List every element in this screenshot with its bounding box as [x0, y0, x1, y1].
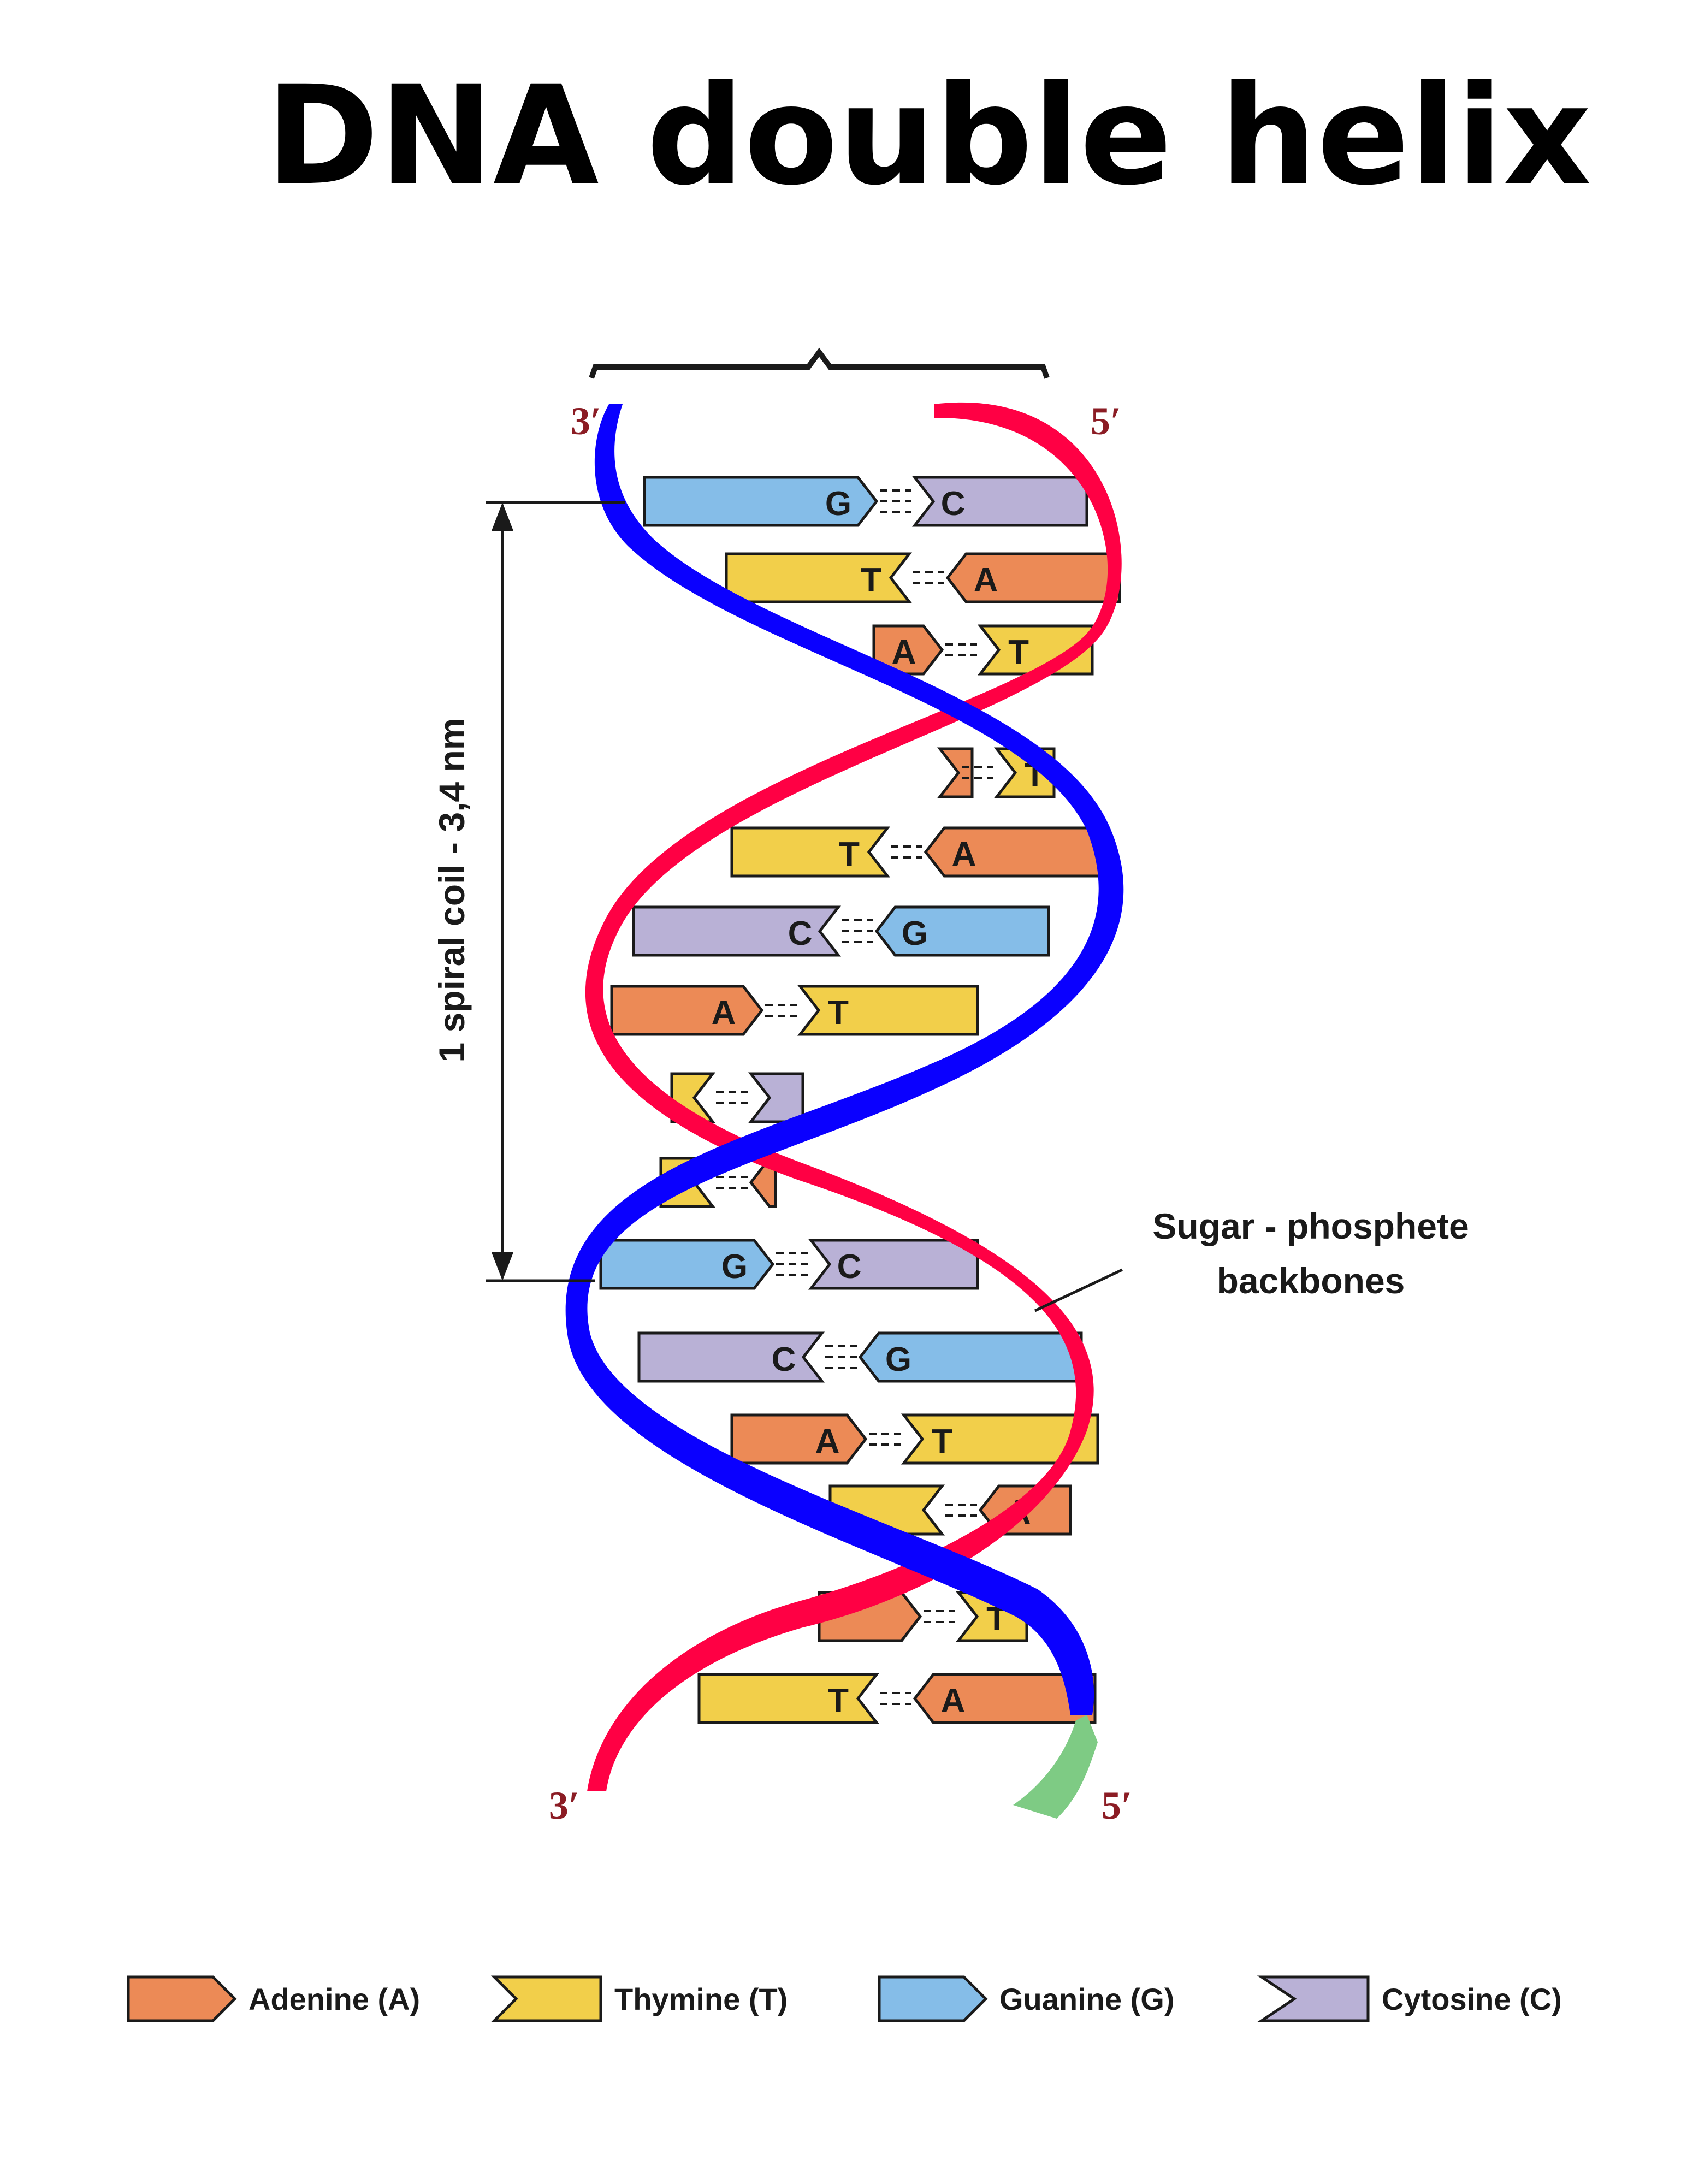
adenine-base-right: [945, 552, 1121, 603]
legend-item-thymine: Thymine (T): [490, 1975, 788, 2022]
cytosine-base-right: [808, 1239, 979, 1290]
base-letter-left: T: [839, 836, 860, 873]
base-letter-left: G: [825, 485, 851, 523]
base-letter-left: T: [861, 561, 881, 599]
adenine-base-right: [913, 1673, 1097, 1724]
legend-label-cytosine: Cytosine (C): [1382, 1982, 1562, 2016]
adenine-base-left: [730, 1413, 868, 1465]
adenine-icon: [127, 1975, 237, 2022]
measurement-label: 1 spiral coil - 3,4 nm: [431, 718, 472, 1063]
base-letter-right: A: [974, 561, 998, 599]
legend: Adenine (A) Thymine (T) Guanine (G) Cytosin…: [127, 1975, 1562, 2022]
base-letter-left: T: [828, 1682, 849, 1720]
legend-label-adenine: Adenine (A): [248, 1982, 420, 2016]
backbone-label-line2: backbones: [1217, 1260, 1405, 1301]
end-label-bottom-left: 3′: [549, 1784, 579, 1827]
base-letter-left: A: [815, 1423, 840, 1460]
measurement-arrow: [486, 501, 625, 1282]
guanine-icon: [878, 1975, 988, 2022]
end-label-top-right: 5′: [1091, 399, 1121, 443]
adenine-base-left: [610, 985, 764, 1036]
thymine-base-left: [730, 826, 891, 878]
thymine-base-right: [901, 1413, 1099, 1465]
guanine-base-right: [874, 905, 1050, 957]
base-letter-right: A: [941, 1682, 966, 1720]
backbone-label-line1: Sugar - phosphete: [1152, 1206, 1469, 1246]
base-letter-right: A: [952, 836, 976, 873]
base-letter-right: G: [885, 1341, 911, 1378]
end-label-top-left: 3′: [571, 399, 601, 443]
thymine-base-left: [725, 552, 913, 603]
cytosine-base-left: [637, 1331, 825, 1383]
base-letter-right: T: [828, 994, 849, 1032]
cytosine-base-left: [632, 905, 842, 957]
legend-label-thymine: Thymine (T): [614, 1982, 788, 2016]
legend-item-guanine: Guanine (G): [878, 1975, 1174, 2022]
thymine-base-left: [697, 1673, 880, 1724]
guanine-base-left: [599, 1239, 775, 1290]
legend-item-adenine: Adenine (A): [127, 1975, 420, 2022]
base-letter-left: G: [721, 1248, 748, 1286]
base-letter-right: C: [837, 1248, 862, 1286]
base-pair: [670, 1072, 804, 1123]
legend-label-guanine: Guanine (G): [999, 1982, 1174, 2016]
base-letter-left: A: [892, 634, 916, 671]
thymine-icon: [490, 1975, 602, 2022]
base-letter-right: G: [902, 915, 928, 952]
legend-item-cytosine: Cytosine (C): [1257, 1975, 1562, 2022]
thymine-base-right: [797, 985, 979, 1036]
guanine-base-left: [643, 476, 879, 527]
base-letter-left: C: [788, 915, 813, 952]
blue-backbone-strand: [565, 404, 1124, 1715]
base-letter-left: C: [772, 1341, 796, 1378]
backbone-callout-line: [1034, 1268, 1123, 1312]
base-letter-left: A: [712, 994, 736, 1032]
page-title: DNA double helix: [265, 56, 1591, 215]
adenine-base-left: [937, 747, 974, 798]
cytosine-icon: [1257, 1975, 1370, 2022]
base-letter-right: T: [1008, 634, 1029, 671]
base-letter-right: C: [941, 485, 966, 523]
cytosine-base-right: [911, 476, 1088, 527]
width-brace: [589, 347, 1050, 379]
base-letter-right: T: [932, 1423, 952, 1460]
green-strand-tail: [1013, 1715, 1098, 1819]
cytosine-base-right: [748, 1072, 804, 1123]
end-label-bottom-right: 5′: [1102, 1784, 1132, 1827]
